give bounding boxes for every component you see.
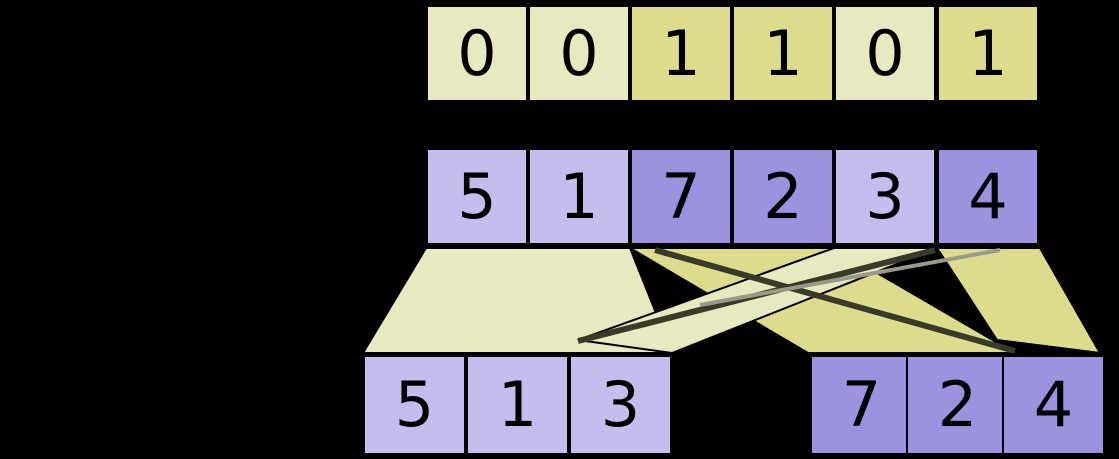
flag-cell-2[interactable]: 1 xyxy=(630,5,732,102)
input-cell-0-label: 5 xyxy=(457,159,497,233)
input-cell-3[interactable]: 2 xyxy=(732,148,834,245)
output-left-cell-1-label: 1 xyxy=(497,368,538,441)
guide-line-crossing-a xyxy=(654,247,1016,354)
input-cell-1-label: 1 xyxy=(559,159,599,233)
flag-cell-5-label: 1 xyxy=(968,16,1008,90)
output-left-cell-2[interactable]: 3 xyxy=(569,355,672,455)
flag-cell-1-label: 0 xyxy=(559,16,599,90)
flag-cell-4[interactable]: 0 xyxy=(834,5,936,102)
ribbon-light-5-1 xyxy=(361,247,674,354)
ribbon-dark-4 xyxy=(935,247,1102,355)
flag-cell-4-label: 0 xyxy=(865,16,905,90)
guide-line-crossing-b xyxy=(577,247,936,344)
input-cell-5[interactable]: 4 xyxy=(937,148,1039,245)
output-left-cell-1[interactable]: 1 xyxy=(466,355,569,455)
input-cell-4[interactable]: 3 xyxy=(834,148,936,245)
output-right-cell-0-label: 7 xyxy=(841,368,882,441)
flag-cell-0[interactable]: 0 xyxy=(426,5,528,102)
output-right-cell-2-label: 4 xyxy=(1033,368,1074,441)
flag-cell-1[interactable]: 0 xyxy=(528,5,630,102)
flag-cell-5[interactable]: 1 xyxy=(937,5,1039,102)
flag-cell-2-label: 1 xyxy=(661,16,701,90)
input-cell-4-label: 3 xyxy=(865,159,905,233)
input-cell-1[interactable]: 1 xyxy=(528,148,630,245)
input-cell-5-label: 4 xyxy=(968,159,1008,233)
input-cell-2-label: 7 xyxy=(661,159,701,233)
ribbon-dark-7-2 xyxy=(626,247,1019,354)
guide-line-crossing-c xyxy=(699,248,1001,307)
flag-cell-3[interactable]: 1 xyxy=(732,5,834,102)
ribbon-light-3 xyxy=(577,247,938,355)
output-left-cell-0[interactable]: 5 xyxy=(363,355,466,455)
output-right-cell-1[interactable]: 2 xyxy=(906,355,1009,455)
input-cell-0[interactable]: 5 xyxy=(426,148,528,245)
output-left-cell-0-label: 5 xyxy=(394,368,435,441)
input-cell-3-label: 2 xyxy=(763,159,803,233)
output-left-cell-2-label: 3 xyxy=(600,368,641,441)
output-right-cell-1-label: 2 xyxy=(937,368,978,441)
output-right-cell-0[interactable]: 7 xyxy=(810,355,913,455)
flag-cell-0-label: 0 xyxy=(457,16,497,90)
flag-cell-3-label: 1 xyxy=(763,16,803,90)
output-right-cell-2[interactable]: 4 xyxy=(1002,355,1105,455)
input-cell-2[interactable]: 7 xyxy=(630,148,732,245)
